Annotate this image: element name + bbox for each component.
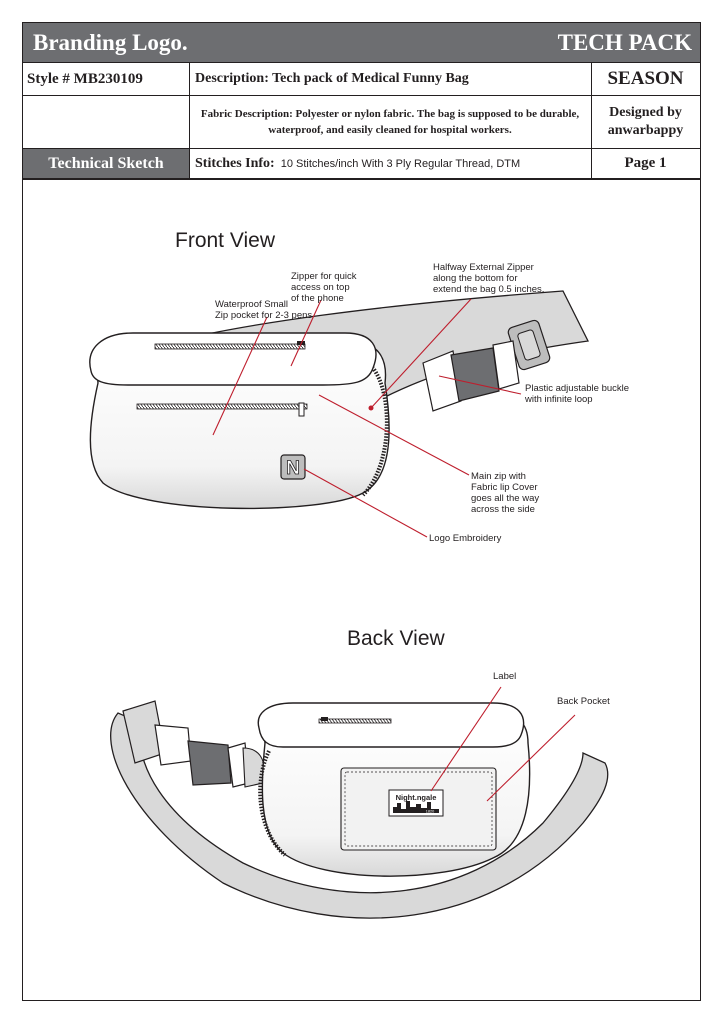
description: Description: Tech pack of Medical Funny … <box>195 71 469 86</box>
pen-zipper <box>136 403 308 410</box>
stitches-text: 10 Stitches/inch With 3 Ply Regular Thre… <box>280 157 521 170</box>
annotation-main-zip: Main zip with Fabric lip Cover goes all … <box>471 471 540 515</box>
divider <box>23 62 700 63</box>
logo-mark: N <box>286 458 300 479</box>
divider <box>189 63 190 178</box>
label-brand-text: Night.ngale <box>396 793 437 802</box>
back-buckle <box>122 700 250 788</box>
annotation-pen-pocket: Waterproof Small Zip pocket for 2-3 pens <box>215 299 313 321</box>
designer-name: anwarbappy <box>607 123 684 138</box>
back-strap <box>110 712 609 919</box>
designed-by-label: Designed by <box>609 105 682 120</box>
front-callouts <box>212 298 522 538</box>
doc-type: TECH PACK <box>557 29 692 55</box>
fabric-label: Fabric Description: <box>200 108 293 120</box>
brand-logo: Branding Logo. <box>33 29 188 55</box>
back-view-title: Back View <box>347 627 445 650</box>
page-number: Page 1 <box>624 155 667 171</box>
annotation-back-pocket: Back Pocket <box>557 696 610 707</box>
phone-zipper <box>154 343 306 350</box>
zipper-pull <box>298 402 305 417</box>
section-title-text: Technical Sketch <box>48 154 164 172</box>
header-band: Branding Logo. TECH PACK <box>23 23 700 62</box>
back-view-drawing: Night.ngale 1820 <box>110 686 609 919</box>
back-callouts <box>430 686 576 802</box>
tech-pack-frame: Branding Logo. TECH PACK Style # MB23010… <box>22 22 701 1001</box>
designed-by: Designed by anwarbappy <box>591 97 700 147</box>
label-sub-text: 1820 <box>426 810 434 814</box>
back-top-lid <box>257 702 525 748</box>
annotation-external-zipper: Halfway External Zipper along the bottom… <box>433 262 545 295</box>
divider <box>23 95 700 96</box>
fabric-text: Polyester or nylon fabric. The bag is su… <box>268 108 580 136</box>
front-view-title: Front View <box>175 229 275 252</box>
season: SEASON <box>607 68 684 89</box>
divider <box>23 178 700 180</box>
logo-embroidery-badge <box>280 454 306 480</box>
stitches-info: Stitches Info: 10 Stitches/inch With 3 P… <box>195 149 520 178</box>
section-title: Technical Sketch <box>23 149 189 178</box>
divider <box>591 63 592 178</box>
annotation-phone-zipper: Zipper for quick access on top of the ph… <box>291 271 357 304</box>
fabric-description: Fabric Description: Polyester or nylon f… <box>189 97 591 147</box>
stitches-label: Stitches Info: <box>195 155 275 171</box>
front-view-drawing: N <box>89 290 589 538</box>
annotation-buckle: Plastic adjustable buckle with infinite … <box>525 383 630 405</box>
main-zip-side <box>361 361 389 497</box>
annotation-label: Label <box>493 671 517 682</box>
technical-sketch-drawings: N <box>89 290 609 919</box>
buckle <box>422 340 520 412</box>
brand-label-patch: Night.ngale 1820 <box>388 789 444 817</box>
annotation-logo: Logo Embroidery <box>429 533 502 544</box>
style-number: Style # MB230109 <box>27 70 143 87</box>
divider <box>23 148 700 149</box>
bag-top-lid <box>89 332 377 386</box>
